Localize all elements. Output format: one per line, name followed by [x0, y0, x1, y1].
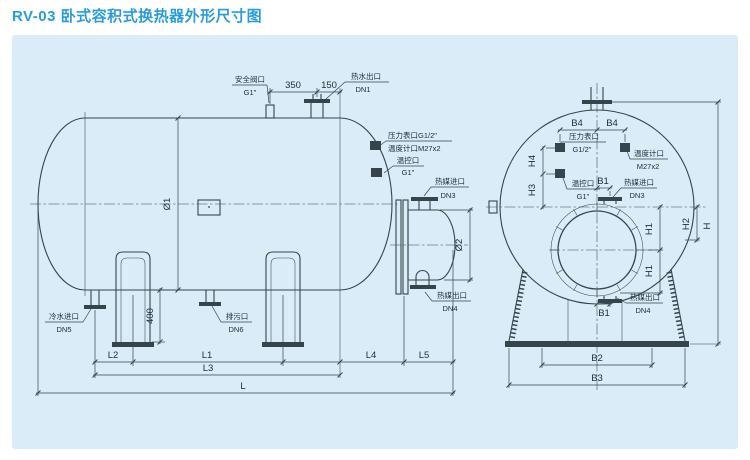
medium-outlet-size: DN4	[442, 304, 457, 313]
pressure-port-stub	[555, 143, 565, 152]
safety-valve-size: G1"	[244, 88, 257, 97]
medium-outlet-end-label: 热媒出口	[630, 292, 660, 302]
end-port-stubs	[488, 143, 630, 214]
medium-outlet-nozzle	[410, 285, 436, 289]
side-port-labels: 安全阀口 G1" 热水出口 DN1 压力表口G1/2" 温度计口M27x2 温控…	[45, 71, 471, 334]
dim-h4: H4	[527, 155, 538, 167]
dim-l4: L4	[366, 350, 377, 361]
medium-outlet-label: 热媒出口	[437, 290, 467, 300]
dim-h2: H2	[681, 218, 692, 230]
drain-label: 排污口	[226, 311, 249, 321]
end-view: B4 B4 H4 H3 B1 H1 H1 H2 H B1 B2 B3 压力表口 …	[486, 83, 721, 392]
pressure-temp-port	[370, 141, 381, 150]
thermometer-size: M27x2	[637, 162, 660, 171]
dim-400: 400	[145, 308, 156, 324]
side-dimension-texts: 350 150 Ø1 Ø2 400 L2 L1 L4 L5 L3 L	[108, 80, 465, 392]
bolt-ticks	[550, 203, 644, 297]
tank-outline	[30, 88, 398, 378]
cold-water-inlet-size: DN5	[56, 325, 71, 334]
cold-water-inlet-nozzle	[84, 305, 106, 309]
dim-h: H	[702, 222, 713, 229]
dim-b3: B3	[591, 373, 603, 384]
temp-control-end-label: 温控口	[572, 178, 595, 188]
end-dimension-lines	[506, 99, 721, 388]
medium-inlet-size: DN3	[440, 191, 455, 200]
page-title: RV-03 卧式容积式换热器外形尺寸图	[12, 8, 263, 25]
medium-outlet-end-size: DN4	[635, 306, 650, 315]
end-saddle-support	[505, 268, 721, 347]
drain-size: DN6	[228, 325, 243, 334]
side-port-stub	[488, 200, 498, 214]
thermometer-port-stub	[620, 143, 630, 152]
hot-water-outlet-label: 热水出口	[351, 71, 381, 81]
end-dimension-texts: B4 B4 H4 H3 B1 H1 H1 H2 H B1 B2 B3	[527, 118, 713, 384]
nameplate	[197, 199, 221, 216]
hot-water-outlet-nozzle	[304, 99, 330, 103]
dim-dia1: Ø1	[162, 198, 173, 211]
cold-water-inlet-label: 冷水进口	[49, 311, 79, 321]
pressure-port-label: 压力表口	[569, 131, 599, 141]
side-dimension-lines	[35, 88, 473, 396]
medium-inlet-label: 热媒进口	[435, 176, 465, 186]
hot-water-outlet-size: DN1	[355, 85, 370, 94]
dim-l5: L5	[419, 350, 430, 361]
dim-dia2: Ø2	[454, 239, 465, 252]
dim-h3: H3	[527, 184, 538, 196]
side-view: 350 150 Ø1 Ø2 400 L2 L1 L4 L5 L3 L 安全阀口 …	[30, 71, 473, 396]
safety-valve-label: 安全阀口	[235, 74, 265, 84]
dim-b4-left: B4	[571, 118, 583, 129]
end-top-nozzle	[582, 87, 612, 110]
dim-b1-bottom: B1	[598, 308, 610, 319]
dim-h1-upper: H1	[644, 223, 655, 235]
temp-control-port	[371, 168, 382, 177]
medium-inlet-nozzle	[411, 197, 438, 201]
temp-control-stub	[555, 169, 565, 178]
dim-l: L	[240, 381, 245, 392]
dim-b2: B2	[591, 353, 603, 364]
dim-150: 150	[321, 80, 337, 91]
medium-outlet-pipe	[415, 269, 430, 285]
medium-inlet-end-label: 热媒进口	[624, 177, 654, 187]
medium-inlet-end-size: DN3	[629, 191, 644, 200]
temp-control-end-size: G1"	[577, 192, 590, 201]
pressure-port-size: G1/2"	[573, 145, 592, 154]
manhole-inlet-flange	[598, 197, 622, 201]
thermometer-label: 温度计口	[634, 148, 664, 158]
dim-h1-lower: H1	[644, 265, 655, 277]
nozzles	[84, 94, 438, 309]
dim-b4-right: B4	[606, 118, 618, 129]
temp-control-label: 温控口	[397, 155, 420, 165]
dim-350: 350	[285, 80, 301, 91]
temp-control-size: G1"	[402, 168, 415, 177]
safety-valve-nozzle	[265, 104, 275, 119]
drain-nozzle	[199, 302, 221, 306]
dim-l3: L3	[203, 363, 214, 374]
dim-b1-top: B1	[597, 176, 609, 187]
bundle-head	[390, 199, 468, 295]
dim-l2: L2	[108, 350, 119, 361]
pressure-temp-label: 压力表口G1/2"	[388, 130, 437, 140]
end-port-labels: 压力表口 G1/2" 温度计口 M27x2 温控口 G1" 热媒进口 DN3 热…	[560, 131, 668, 315]
pressure-temp-size: 温度计口M27x2	[388, 143, 441, 153]
drawing-panel	[12, 35, 738, 449]
dim-l1: L1	[202, 350, 213, 361]
